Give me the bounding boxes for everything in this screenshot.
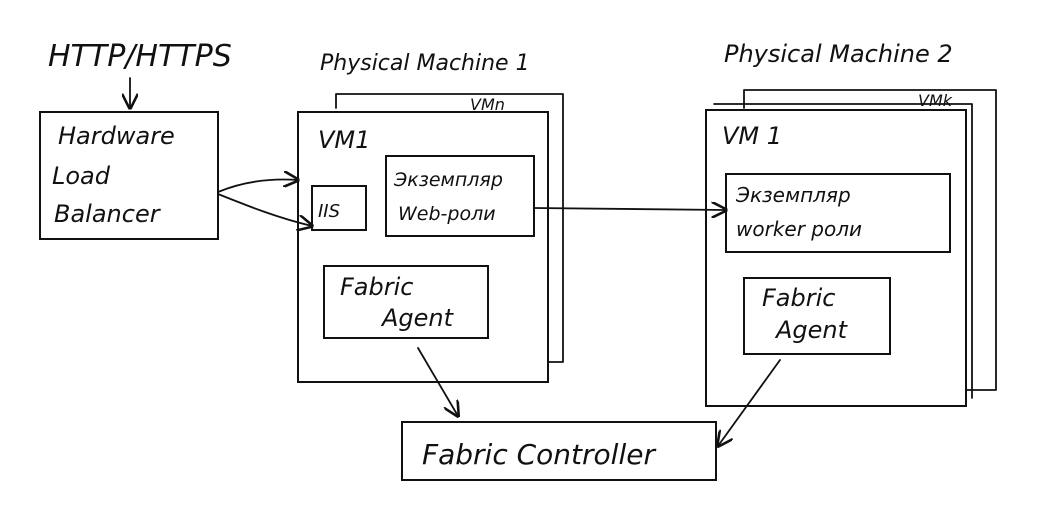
- machine2-vm-back-label: VMk: [918, 91, 953, 110]
- machine1-agent-line-1: Fabric: [340, 273, 413, 301]
- protocol-label: HTTP/HTTPS: [48, 39, 232, 74]
- lb-to-iis-arrow-lower: [217, 193, 312, 226]
- machine1-vm-front-label: VM1: [318, 126, 370, 154]
- iis-label: IIS: [318, 201, 340, 222]
- machine2-agent-line-2: Agent: [774, 316, 849, 344]
- machine2-vm-back: VMk: [713, 89, 997, 399]
- iis-box: IIS: [311, 185, 367, 231]
- worker-role-line-2: worker роли: [736, 217, 862, 241]
- web-role-box: Экземпляр Web-роли: [385, 155, 535, 237]
- machine1-vm-front: VM1: [297, 111, 549, 383]
- fabric-controller-box: Fabric Controller: [401, 421, 717, 481]
- web-role-line-2: Web-роли: [398, 203, 496, 225]
- web-to-worker-arrow: [533, 208, 726, 210]
- lb-line-1: Hardware: [58, 122, 175, 150]
- machine2-vm-front-label: VM 1: [722, 122, 782, 150]
- web-role-line-1: Экземпляр: [393, 169, 503, 191]
- machine2-vm-front: VM 1: [705, 109, 967, 407]
- fabric-controller-label: Fabric Controller: [422, 438, 656, 471]
- machine2-fabric-agent-box: Fabric Agent: [743, 277, 891, 355]
- machine1-vm-back: VMn: [335, 93, 564, 363]
- lb-line-3: Balancer: [54, 200, 162, 228]
- agent1-to-controller-arrow: [417, 347, 458, 416]
- worker-role-line-1: Экземпляр: [735, 183, 851, 207]
- machine1-title: Physical Machine 1: [320, 51, 530, 76]
- worker-role-box: Экземпляр worker роли: [725, 173, 951, 253]
- machine2-agent-line-1: Fabric: [762, 284, 835, 312]
- machine1-agent-line-2: Agent: [380, 304, 455, 332]
- load-balancer-box: Hardware Load Balancer: [39, 111, 219, 240]
- lb-to-iis-arrow-upper: [217, 180, 298, 193]
- agent2-to-controller-arrow: [718, 359, 781, 446]
- machine1-vm-back-label: VMn: [470, 95, 505, 114]
- machine2-title: Physical Machine 2: [724, 40, 953, 68]
- lb-line-2: Load: [52, 162, 111, 190]
- machine1-fabric-agent-box: Fabric Agent: [323, 265, 489, 339]
